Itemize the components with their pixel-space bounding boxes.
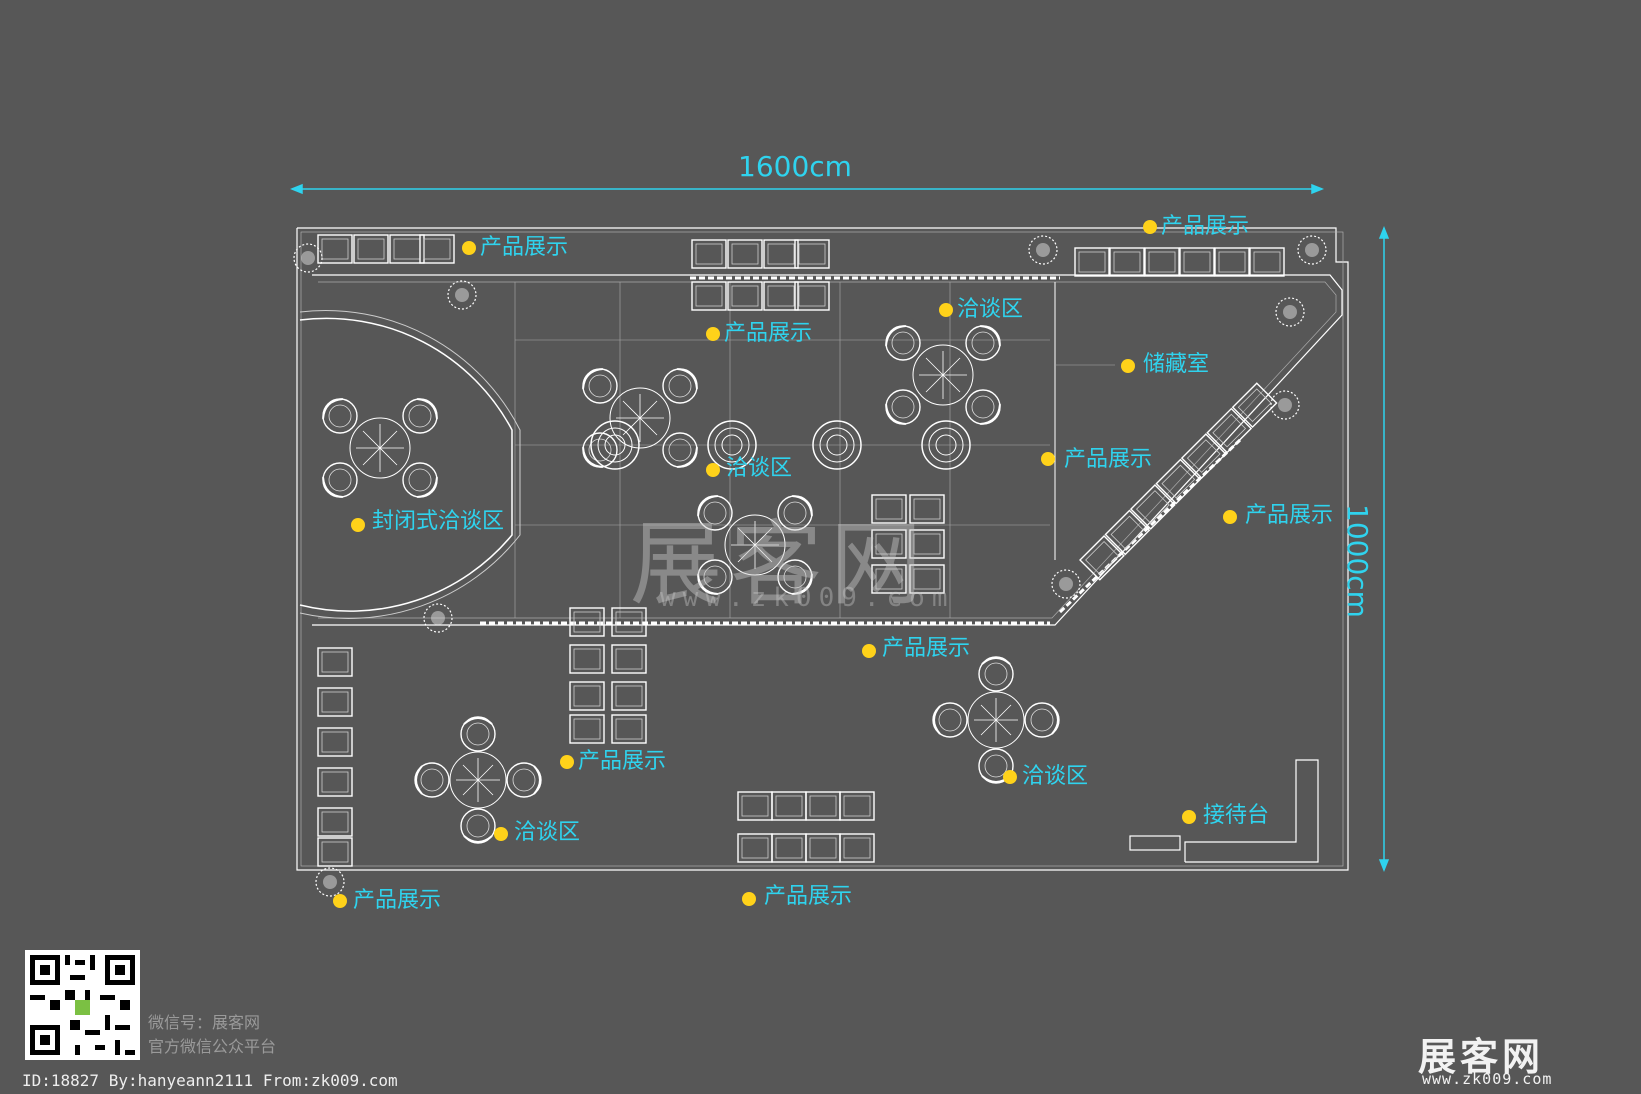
label-dot <box>1041 452 1055 466</box>
label-display-5: 产品展示 <box>1245 503 1334 528</box>
label-display-3: 产品展示 <box>1161 214 1250 239</box>
label-closed-negotiation: 封闭式洽谈区 <box>372 509 505 534</box>
label-display-4: 产品展示 <box>1064 447 1153 472</box>
label-dot <box>333 894 347 908</box>
label-dot <box>706 327 720 341</box>
width-label: 1600cm <box>738 150 852 183</box>
label-negotiation-2: 洽谈区 <box>726 456 793 481</box>
label-storage: 储藏室 <box>1143 352 1210 377</box>
label-negotiation-1: 洽谈区 <box>957 297 1024 322</box>
label-dot <box>706 463 720 477</box>
label-dot <box>494 827 508 841</box>
qr-code <box>25 950 140 1060</box>
label-display-8: 产品展示 <box>764 884 853 909</box>
label-display-2: 产品展示 <box>724 321 813 346</box>
label-dot <box>560 755 574 769</box>
label-dot <box>1182 810 1196 824</box>
label-display-7: 产品展示 <box>578 749 667 774</box>
label-dot <box>862 644 876 658</box>
width-dimension-line <box>289 183 1325 195</box>
label-display-9: 产品展示 <box>353 888 442 913</box>
label-dot <box>939 303 953 317</box>
label-dot <box>462 241 476 255</box>
label-negotiation-4: 洽谈区 <box>514 820 581 845</box>
label-dot <box>1003 770 1017 784</box>
qr-caption-line1: 微信号：展客网 <box>148 1013 261 1032</box>
height-label: 1000cm <box>1341 504 1374 618</box>
label-reception: 接待台 <box>1203 803 1270 828</box>
label-dot <box>1143 220 1157 234</box>
label-dot <box>351 518 365 532</box>
label-dot <box>742 892 756 906</box>
logo-url: www.zk009.com <box>1422 1070 1553 1088</box>
qr-caption-line2: 官方微信公众平台 <box>148 1037 277 1056</box>
reception-desk <box>1129 759 1319 863</box>
booth-outline <box>296 227 1349 871</box>
label-dot <box>1223 510 1237 524</box>
label-dot <box>1121 359 1135 373</box>
height-dimension-line <box>1378 225 1390 873</box>
closed-meeting-room <box>299 310 521 619</box>
label-display-6: 产品展示 <box>882 636 971 661</box>
logo: 展客网 <box>1418 1034 1545 1079</box>
footer-id: ID:18827 By:hanyeann2111 From:zk009.com <box>22 1071 398 1090</box>
watermark-url: www.zk009.com <box>660 583 955 613</box>
label-negotiation-3: 洽谈区 <box>1022 764 1089 789</box>
watermark-text: 展客网 <box>630 511 931 618</box>
label-display-1: 产品展示 <box>480 235 569 260</box>
table-set-2 <box>879 319 1007 431</box>
